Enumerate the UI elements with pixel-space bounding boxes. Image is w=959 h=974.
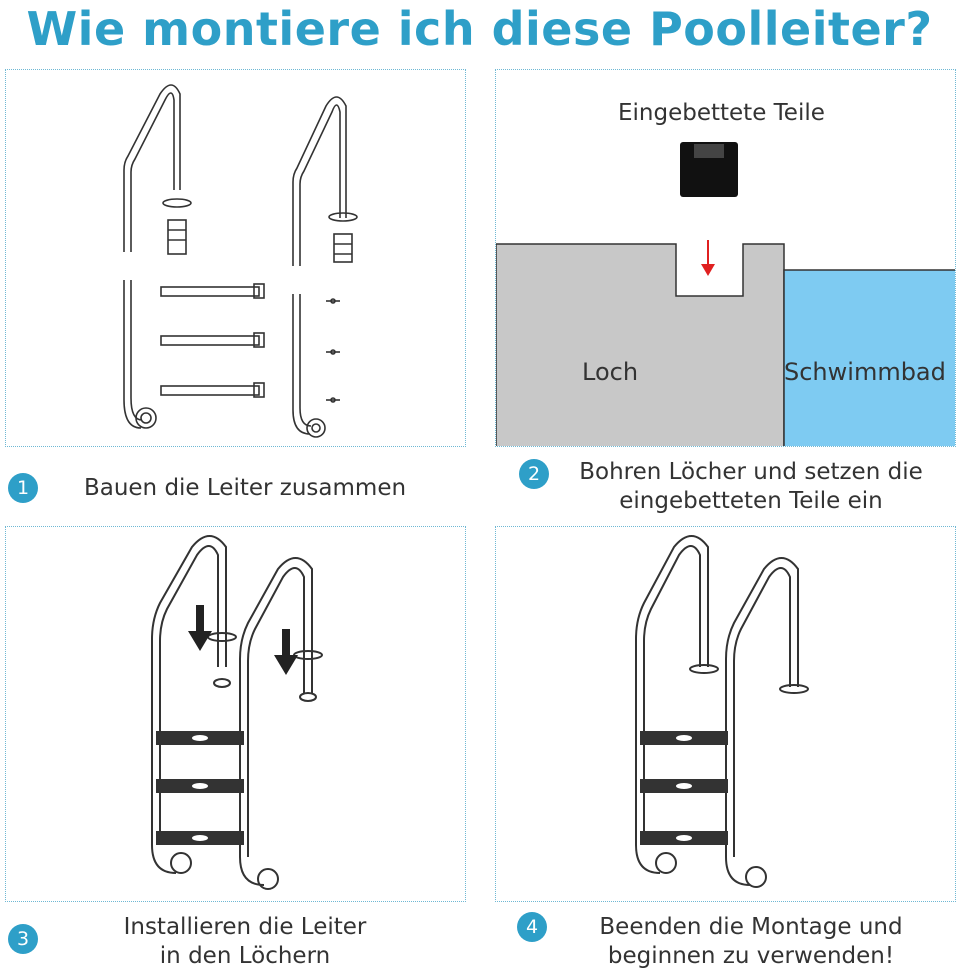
panel-install-ladder bbox=[5, 526, 466, 902]
step-1-badge: 1 bbox=[8, 473, 38, 503]
step-2-caption: Bohren Löcher und setzen die eingebettet… bbox=[579, 459, 923, 514]
pool-water bbox=[783, 269, 955, 446]
panel-embedded-parts: Eingebettete Teile Loch Schwimmbad bbox=[495, 69, 956, 447]
ladder-parts-drawing bbox=[123, 84, 358, 438]
hole-cross-section bbox=[496, 142, 955, 446]
step-4-badge: 4 bbox=[517, 912, 547, 942]
step-2-badge: 2 bbox=[519, 459, 549, 489]
hole-label: Loch bbox=[582, 358, 639, 386]
down-arrow-icon-right bbox=[274, 629, 298, 675]
embedded-parts-label: Eingebettete Teile bbox=[618, 100, 825, 126]
ladder-finished-drawing bbox=[635, 535, 809, 888]
ground-block bbox=[496, 243, 785, 446]
step-3-badge: 3 bbox=[8, 924, 38, 954]
down-arrow-icon bbox=[701, 264, 715, 276]
step-1-caption: Bauen die Leiter zusammen bbox=[83, 475, 407, 501]
step-4-caption: Beenden die Montage und beginnen zu verw… bbox=[599, 914, 903, 969]
pool-label: Schwimmbad bbox=[784, 358, 946, 386]
down-arrow-icon-left bbox=[188, 605, 212, 651]
step-3-caption: Installieren die Leiter in den Löchern bbox=[123, 914, 367, 969]
ladder-install-drawing bbox=[151, 535, 323, 890]
panel-finished-ladder bbox=[495, 526, 956, 902]
page-title: Wie montiere ich diese Poolleiter? bbox=[26, 2, 933, 56]
panel-assembly-parts bbox=[5, 69, 466, 447]
